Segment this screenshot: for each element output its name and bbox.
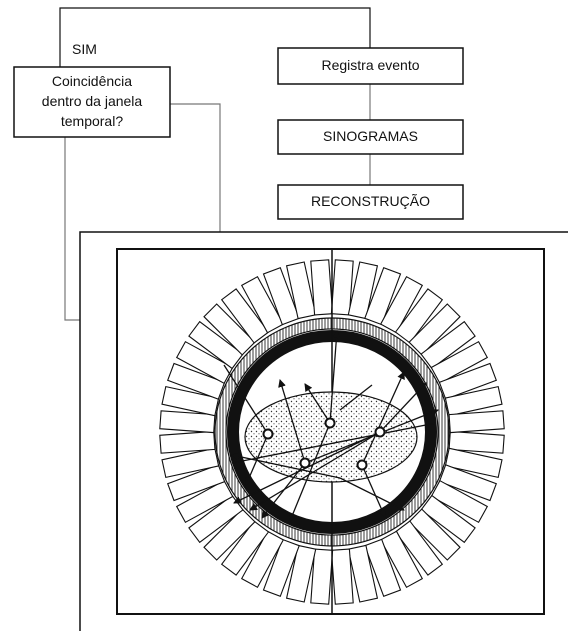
yes-label: SIM bbox=[72, 41, 97, 57]
detector-block bbox=[430, 340, 489, 385]
detector-block bbox=[408, 508, 461, 561]
detector-block bbox=[444, 447, 503, 479]
lor-arrow bbox=[249, 431, 381, 511]
detector-block bbox=[175, 479, 234, 524]
detector-block bbox=[310, 548, 334, 605]
lor-line bbox=[223, 364, 269, 435]
detector-block bbox=[420, 494, 476, 544]
detector-block bbox=[330, 259, 354, 316]
question-text: Coincidência dentro da janela temporal? bbox=[14, 71, 170, 131]
reconstruction-box bbox=[277, 184, 464, 220]
source-point bbox=[324, 417, 336, 429]
detector-block bbox=[188, 320, 244, 370]
detector-block bbox=[364, 538, 402, 598]
lor-arrow bbox=[245, 433, 269, 486]
detector-block bbox=[420, 320, 476, 370]
reconstruction-label: RECONSTRUÇÃO bbox=[310, 193, 430, 209]
detector-block bbox=[444, 385, 503, 417]
detector-block bbox=[240, 530, 285, 589]
detector-block bbox=[347, 544, 379, 603]
source-point bbox=[356, 459, 368, 471]
lor-arrow bbox=[261, 462, 306, 519]
detector-block bbox=[285, 544, 317, 603]
detector-block bbox=[220, 288, 270, 344]
sinograms-box bbox=[277, 119, 464, 155]
source-point bbox=[262, 428, 274, 440]
detector-block bbox=[330, 548, 354, 605]
question-box bbox=[13, 66, 171, 138]
detector-block bbox=[379, 530, 424, 589]
lines-of-response bbox=[223, 330, 439, 522]
lor-arrow bbox=[329, 330, 341, 424]
lor-line bbox=[231, 422, 437, 464]
detector-block bbox=[166, 362, 226, 400]
detector-block bbox=[285, 261, 317, 320]
connector-top-loop bbox=[59, 7, 371, 67]
detector-block bbox=[220, 520, 270, 576]
annihilation-points bbox=[262, 417, 386, 471]
detector-block bbox=[159, 410, 216, 434]
detector-block bbox=[347, 261, 379, 320]
scanner-outer-frame bbox=[79, 231, 568, 631]
detector-block bbox=[310, 259, 334, 316]
flow-connectors bbox=[59, 7, 371, 321]
register-event-label: Registra evento bbox=[321, 57, 420, 73]
detector-block bbox=[159, 430, 216, 454]
question-line-1: Coincidência bbox=[51, 73, 133, 89]
detector-block bbox=[430, 479, 489, 524]
detector-block bbox=[408, 303, 461, 356]
source-point bbox=[374, 426, 386, 438]
lor-arrow bbox=[379, 382, 427, 433]
detector-block bbox=[394, 520, 444, 576]
connector-right-to-scanner bbox=[170, 103, 221, 232]
register-event-box bbox=[277, 47, 464, 85]
detector-block bbox=[438, 362, 498, 400]
detector-ring bbox=[159, 259, 505, 605]
lor-arrow bbox=[361, 371, 405, 466]
detector-block bbox=[448, 430, 505, 454]
detector-block bbox=[448, 410, 505, 434]
detector-block bbox=[379, 275, 424, 334]
lor-arrow bbox=[361, 464, 386, 518]
sinograms-label: SINOGRAMAS bbox=[323, 128, 418, 144]
lor-arrow bbox=[339, 477, 405, 511]
connector-left-to-scanner bbox=[64, 137, 80, 321]
detector-block bbox=[161, 385, 220, 417]
lor-line bbox=[339, 384, 373, 411]
detector-block bbox=[166, 464, 226, 502]
detector-block bbox=[175, 340, 234, 385]
detector-block bbox=[262, 266, 300, 326]
detector-block bbox=[364, 266, 402, 326]
lor-arrow bbox=[304, 383, 331, 424]
detector-block bbox=[394, 288, 444, 344]
patient-body bbox=[244, 391, 418, 483]
question-line-2: dentro da janela bbox=[41, 93, 143, 109]
detector-block bbox=[438, 464, 498, 502]
detector-block bbox=[161, 447, 220, 479]
lor-arrow bbox=[304, 408, 439, 464]
detector-block bbox=[203, 508, 256, 561]
question-line-3: temporal? bbox=[60, 113, 124, 129]
gantry-hatched-ring bbox=[214, 317, 450, 547]
source-point bbox=[299, 457, 311, 469]
detector-block bbox=[240, 275, 285, 334]
detector-block bbox=[203, 303, 256, 356]
detector-block bbox=[262, 538, 300, 598]
